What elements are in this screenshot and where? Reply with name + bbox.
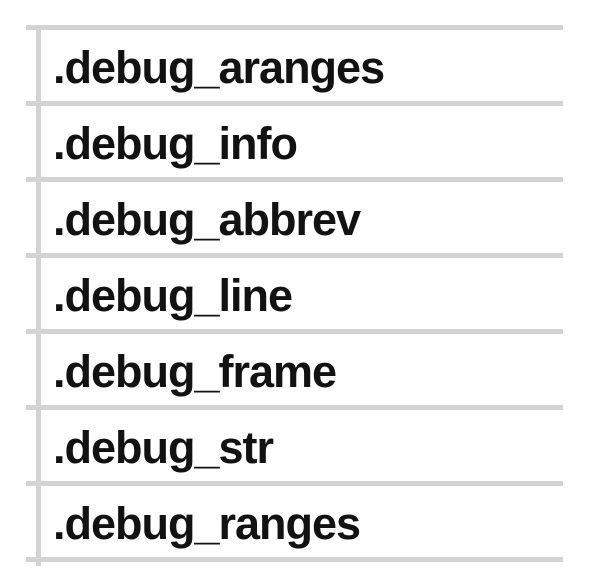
table-row[interactable]: .debug_str (26, 410, 563, 486)
section-name-label: .debug_frame (53, 346, 337, 397)
section-name-label: .debug_info (53, 118, 298, 169)
table-row[interactable]: .debug_aranges (26, 30, 563, 106)
table-row[interactable]: .debug_ranges (26, 486, 563, 562)
column-divider-line (36, 25, 41, 566)
table-row[interactable]: .debug_line (26, 258, 563, 334)
section-name-label: .debug_line (53, 270, 293, 321)
table-row[interactable]: .debug_info (26, 106, 563, 182)
section-name-label: .debug_aranges (53, 42, 385, 93)
section-name-label: .debug_str (53, 422, 274, 473)
section-name-label: .debug_ranges (53, 498, 361, 549)
section-name-label: .debug_abbrev (53, 194, 361, 245)
table-row[interactable]: .debug_abbrev (26, 182, 563, 258)
sections-table: .debug_aranges .debug_info .debug_abbrev… (26, 25, 563, 562)
table-row[interactable]: .debug_frame (26, 334, 563, 410)
